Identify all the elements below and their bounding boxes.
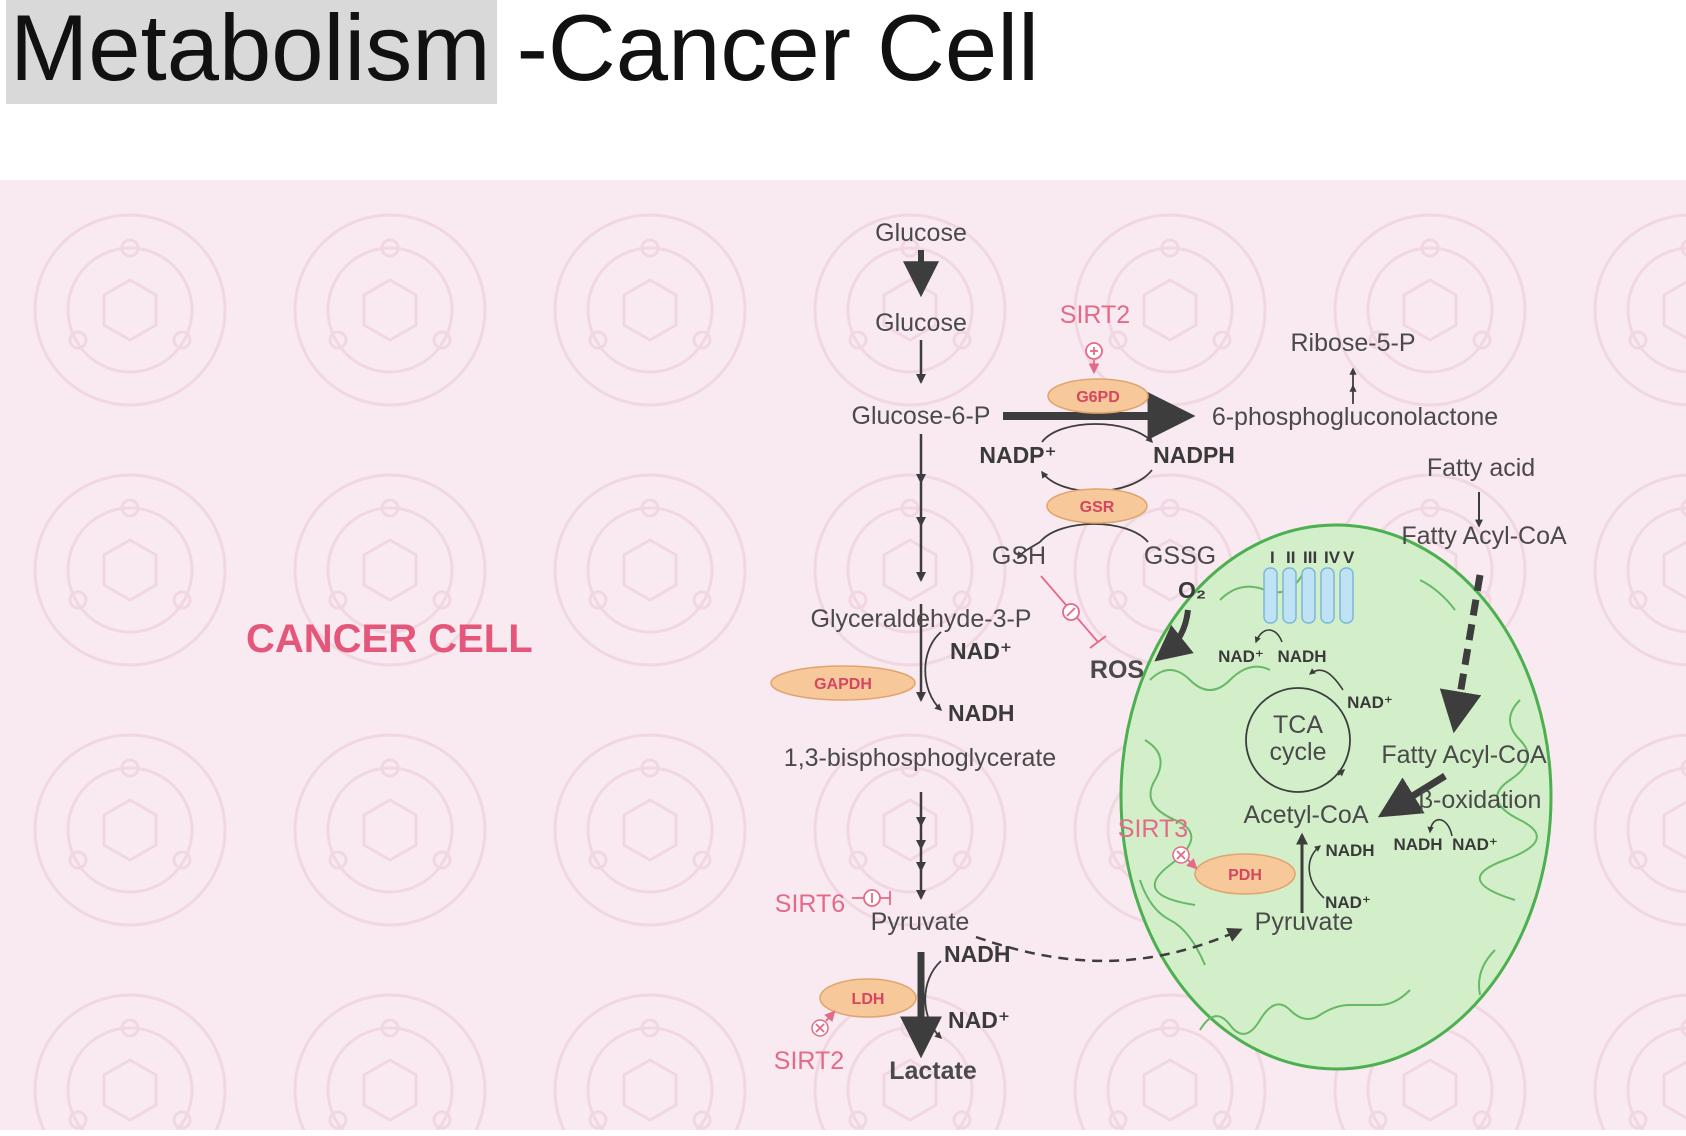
sirt2-ldh-inhibit-icon <box>811 1010 836 1037</box>
complex-i-label: I <box>1270 548 1275 567</box>
cofactor-nadph: NADPH <box>1153 442 1235 468</box>
metabolite-glucose-6-p: Glucose-6-P <box>852 402 991 430</box>
complex-ii-label: II <box>1286 548 1295 567</box>
metabolite-glucose-outside: Glucose <box>875 219 967 247</box>
sirt2-g6pd-activate-icon <box>1085 342 1103 375</box>
complex-v-label: V <box>1343 548 1355 567</box>
metabolite-gsh: GSH <box>992 542 1046 570</box>
metabolite-fatty-acyl-coa-mito: Fatty Acyl-CoA <box>1381 741 1547 769</box>
metabolite-ros: ROS <box>1090 656 1144 684</box>
cofactor-gapdh-nadh: NADH <box>948 700 1014 726</box>
beta-oxidation-arrow <box>1377 773 1447 818</box>
enzyme-ldh-label: LDH <box>852 991 885 1008</box>
cofactor-beta-nad: NAD⁺ <box>1452 835 1498 854</box>
tca-label-line1: TCA <box>1273 711 1323 739</box>
enzyme-g6pd-label: G6PD <box>1076 389 1120 406</box>
metabolite-fatty-acid: Fatty acid <box>1427 454 1535 482</box>
cofactor-ldh-nad: NAD⁺ <box>948 1007 1010 1033</box>
diagram-panel: CANCER CELL I II III IV V Glucose G <box>0 180 1686 1130</box>
electron-transport-chain: I II III IV V <box>1263 548 1355 624</box>
sirt3-inhibit-icon <box>1172 846 1198 870</box>
metabolite-pyruvate-mito: Pyruvate <box>1255 908 1354 936</box>
regulator-sirt2-g6pd: SIRT2 <box>1060 301 1130 329</box>
metabolite-lactate: Lactate <box>889 1057 977 1085</box>
metabolite-pyruvate-cytosol: Pyruvate <box>871 908 970 936</box>
metabolite-6-phosphogluconolactone: 6-phosphogluconolactone <box>1212 403 1498 431</box>
fatty-acyl-transport-arrow <box>1439 574 1484 734</box>
regulator-sirt2-ldh: SIRT2 <box>774 1047 844 1075</box>
metabolite-ribose-5-p: Ribose-5-P <box>1290 329 1415 357</box>
enzyme-gapdh <box>770 665 916 701</box>
title-rest: -Cancer Cell <box>516 0 1039 100</box>
gsh-inhibit-ros-icon <box>1040 575 1107 649</box>
cofactor-pdh-nadh: NADH <box>1325 841 1374 860</box>
enzyme-g6pd <box>1047 378 1149 414</box>
tca-label-line2: cycle <box>1270 738 1327 766</box>
enzyme-gsr <box>1046 488 1148 524</box>
beta-oxidation-cofactor-curve <box>1427 818 1453 837</box>
pyruvate-transport-arrow <box>975 928 1243 963</box>
metabolite-gssg: GSSG <box>1144 542 1216 570</box>
metabolite-glucose-inside: Glucose <box>875 309 967 337</box>
pdh-cofactor-curve <box>1308 845 1325 899</box>
cofactor-etc-nad: NAD⁺ <box>1218 647 1264 666</box>
tca-nad-curve <box>1308 668 1344 691</box>
enzyme-gapdh-label: GAPDH <box>814 676 872 693</box>
cofactor-pdh-nad: NAD⁺ <box>1325 893 1371 912</box>
cofactor-tca-nad: NAD⁺ <box>1347 693 1393 712</box>
etc-nadh-curve <box>1254 629 1283 644</box>
cofactor-beta-nadh: NADH <box>1393 835 1442 854</box>
metabolite-acetyl-coa: Acetyl-CoA <box>1243 801 1368 829</box>
o2-to-ros-arrow <box>1154 609 1194 662</box>
beta-oxidation-label: β-oxidation <box>1419 786 1542 814</box>
enzyme-pdh <box>1194 853 1296 895</box>
tca-cycle-circle <box>1245 687 1351 793</box>
sirt6-inhibit-icon <box>852 889 891 907</box>
page-title: Metabolism-Cancer Cell <box>6 0 1039 104</box>
cancer-cell-label: CANCER CELL <box>246 617 533 661</box>
cofactor-etc-nadh: NADH <box>1277 647 1326 666</box>
cofactor-gapdh-nad: NAD⁺ <box>950 638 1012 664</box>
complex-iii-label: III <box>1303 548 1317 567</box>
metabolite-glyceraldehyde-3-p: Glyceraldehyde-3-P <box>811 605 1032 633</box>
metabolism-diagram: CANCER CELL I II III IV V Glucose G <box>0 180 1686 1130</box>
glycolysis-arrows <box>900 250 943 1059</box>
metabolite-bisphosphoglycerate: 1,3-bisphosphoglycerate <box>784 744 1056 772</box>
enzyme-pdh-label: PDH <box>1228 867 1262 884</box>
regulator-sirt6: SIRT6 <box>775 890 845 918</box>
title-highlighted: Metabolism <box>6 0 497 104</box>
metabolite-o2: O₂ <box>1178 577 1206 603</box>
enzyme-gsr-label: GSR <box>1080 499 1115 516</box>
cofactor-nadp-plus: NADP⁺ <box>979 442 1056 468</box>
metabolite-fatty-acyl-coa: Fatty Acyl-CoA <box>1401 522 1567 550</box>
complex-iv-label: IV <box>1324 548 1341 567</box>
enzyme-ldh <box>819 978 917 1018</box>
regulator-sirt3: SIRT3 <box>1118 815 1188 843</box>
